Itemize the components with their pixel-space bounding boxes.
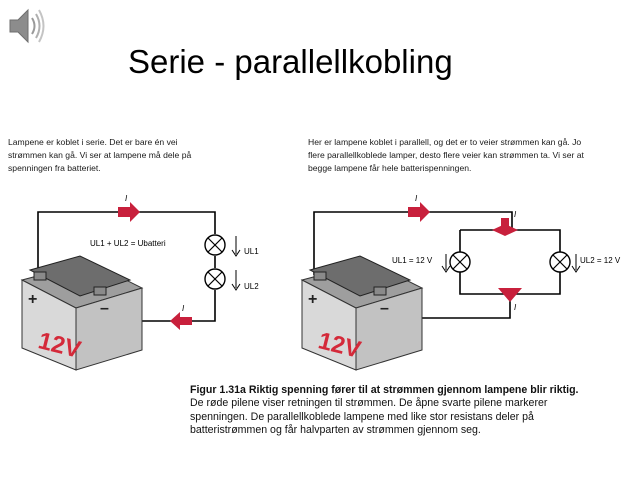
parallel-description-line: flere parallellkoblede lamper, desto fle… — [308, 150, 584, 160]
battery-parallel — [300, 255, 424, 371]
join-arrow — [498, 288, 522, 302]
current-arrow-bottom — [170, 312, 192, 330]
series-description: Lampene er koblet i serie. Det er bare é… — [8, 136, 191, 175]
lamp-1 — [204, 234, 226, 256]
caption-line: spenningen. De parallellkoblede lampene … — [190, 410, 534, 423]
series-current-label-bottom: I — [182, 304, 185, 313]
parallel-description-line: Her er lampene koblet i parallell, og de… — [308, 137, 582, 147]
series-minus-sign: – — [100, 300, 109, 317]
series-plus-sign: + — [28, 291, 38, 308]
split-arrow — [492, 224, 505, 236]
series-lamp2-voltage: UL2 — [244, 282, 259, 291]
series-description-line: Lampene er koblet i serie. Det er bare é… — [8, 137, 178, 147]
parallel-minus-sign: – — [380, 300, 389, 317]
lamp-1 — [449, 251, 471, 273]
figure-caption: Figur 1.31a Riktig spenning fører til at… — [190, 384, 579, 438]
series-circuit-diagram — [20, 202, 241, 371]
battery-series — [20, 255, 144, 371]
parallel-circuit-diagram — [300, 202, 581, 371]
caption-line: De røde pilene viser retningen til strøm… — [190, 397, 548, 410]
parallel-lamp1-voltage: UL1 = 12 V — [392, 256, 433, 265]
lamp-2 — [549, 251, 571, 273]
series-description-line: spenningen fra batteriet. — [8, 163, 101, 173]
speaker-icon[interactable] — [4, 4, 46, 48]
lamp-2 — [204, 268, 226, 290]
parallel-current-label-top: I — [415, 194, 418, 203]
slide-title: Serie - parallellkobling — [128, 43, 453, 80]
current-arrow-top — [118, 202, 140, 222]
series-lamp1-voltage: UL1 — [244, 247, 259, 256]
parallel-plus-sign: + — [308, 291, 318, 308]
parallel-current-label-split: I — [514, 210, 517, 219]
parallel-current-label-join: I — [514, 303, 517, 312]
series-description-line: strømmen kan gå. Vi ser at lampene må de… — [8, 150, 192, 160]
caption-line: batteristrømmen og får halvparten av str… — [190, 424, 481, 437]
series-current-label-top: I — [125, 194, 128, 203]
parallel-description-line: begge lampene får hele batterispenningen… — [308, 163, 472, 173]
series-formula: UL1 + UL2 = Ubatteri — [90, 239, 166, 248]
parallel-lamp2-voltage: UL2 = 12 V — [580, 256, 621, 265]
caption-lead: Figur 1.31a Riktig spenning fører til at… — [190, 384, 579, 396]
parallel-description: Her er lampene koblet i parallell, og de… — [308, 136, 584, 175]
